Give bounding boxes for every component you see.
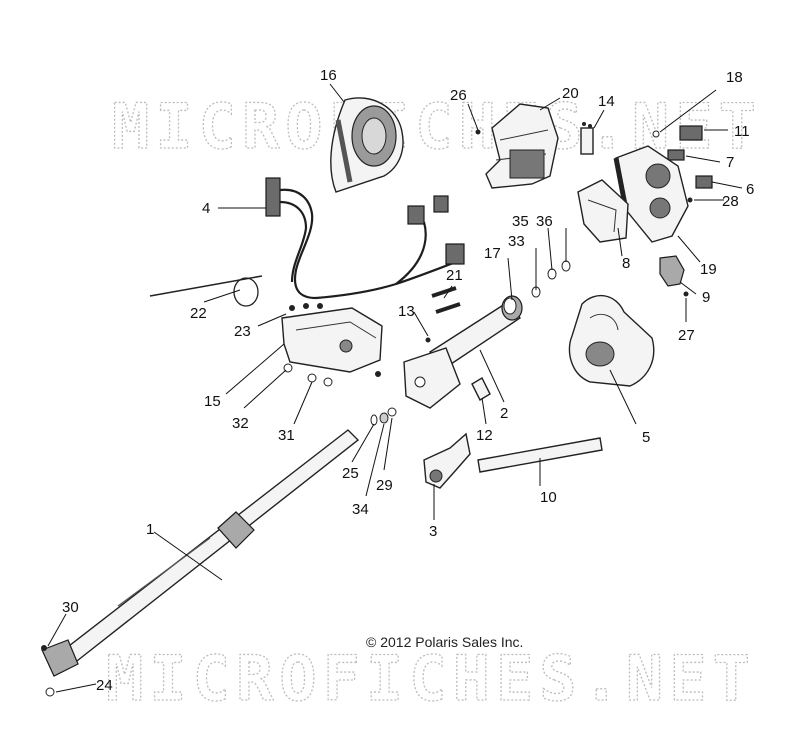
callout-34: 34: [352, 501, 369, 518]
callout-2: 2: [500, 405, 508, 422]
callout-6: 6: [746, 181, 754, 198]
part-1-steering-shaft: [54, 429, 360, 669]
callout-15: 15: [204, 393, 221, 410]
callout-25: 25: [342, 465, 359, 482]
part-3-tilt-latch: [423, 432, 471, 489]
callout-5: 5: [642, 429, 650, 446]
callout-21: 21: [446, 267, 463, 284]
part-13-screw: [425, 337, 431, 343]
callout-12: 12: [476, 427, 493, 444]
callout-36: 36: [536, 213, 553, 230]
part-15-mount-bracket: [281, 303, 383, 387]
part-30-u-joint: [41, 639, 79, 677]
callout-1: 1: [146, 521, 154, 538]
callout-20: 20: [562, 85, 579, 102]
part-19-instrument-housing: [613, 145, 689, 243]
part-18-screw: [652, 130, 660, 138]
part-17-washer: [503, 297, 517, 315]
part-5-knee-guard: [568, 294, 655, 387]
part-10-rod: [477, 437, 603, 473]
watermark-top: MICROFICHES.NET: [112, 90, 762, 163]
part-34-nut: [387, 407, 397, 417]
part-26-screw: [475, 129, 481, 135]
callout-8: 8: [622, 255, 630, 272]
part-11-switch: [679, 125, 703, 141]
callout-28: 28: [722, 193, 739, 210]
callout-29: 29: [376, 477, 393, 494]
part-9-ignition-switch: [659, 255, 685, 287]
callout-3: 3: [429, 523, 437, 540]
callout-9: 9: [702, 289, 710, 306]
part-36-washer: [561, 260, 571, 272]
part-2-column-tube: [403, 295, 523, 409]
callout-23: 23: [234, 323, 251, 340]
callout-14: 14: [598, 93, 615, 110]
callout-26: 26: [450, 87, 467, 104]
callout-10: 10: [540, 489, 557, 506]
part-35-washer: [547, 268, 557, 280]
callout-32: 32: [232, 415, 249, 432]
part-8-bezel: [577, 179, 629, 243]
part-25-ring: [370, 414, 378, 426]
part-28-screw: [687, 197, 693, 203]
part-27-screw: [683, 291, 689, 297]
part-24-bolt: [45, 687, 55, 697]
callout-31: 31: [278, 427, 295, 444]
callout-18: 18: [726, 69, 743, 86]
callout-33: 33: [508, 233, 525, 250]
part-4-wiring-harness: [265, 177, 465, 300]
copyright-notice: © 2012 Polaris Sales Inc.: [366, 634, 523, 650]
part-6-switch: [695, 175, 713, 189]
part-7-switch: [667, 149, 685, 161]
callout-7: 7: [726, 154, 734, 171]
callout-27: 27: [678, 327, 695, 344]
part-12-bushing: [471, 377, 491, 401]
callout-11: 11: [734, 123, 750, 140]
part-16-steering-cover: [330, 97, 404, 193]
callout-35: 35: [512, 213, 529, 230]
callout-16: 16: [320, 67, 337, 84]
callout-13: 13: [398, 303, 415, 320]
callout-4: 4: [202, 200, 210, 217]
part-20-dash-panel: [485, 103, 559, 189]
callout-30: 30: [62, 599, 79, 616]
part-29-bolt: [379, 412, 389, 424]
leader-lines: [47, 83, 743, 693]
callout-17: 17: [484, 245, 501, 262]
part-14-clip: [580, 122, 594, 155]
callout-24: 24: [96, 677, 113, 694]
callout-labels: 16 26 20 14 18 11 7 6 28 4 8 19 9 27 22 …: [62, 67, 754, 694]
part-21-pins: [431, 286, 461, 314]
callout-22: 22: [190, 305, 207, 322]
callout-19: 19: [700, 261, 717, 278]
watermark-bottom: MICROFICHES.NET: [106, 642, 756, 715]
